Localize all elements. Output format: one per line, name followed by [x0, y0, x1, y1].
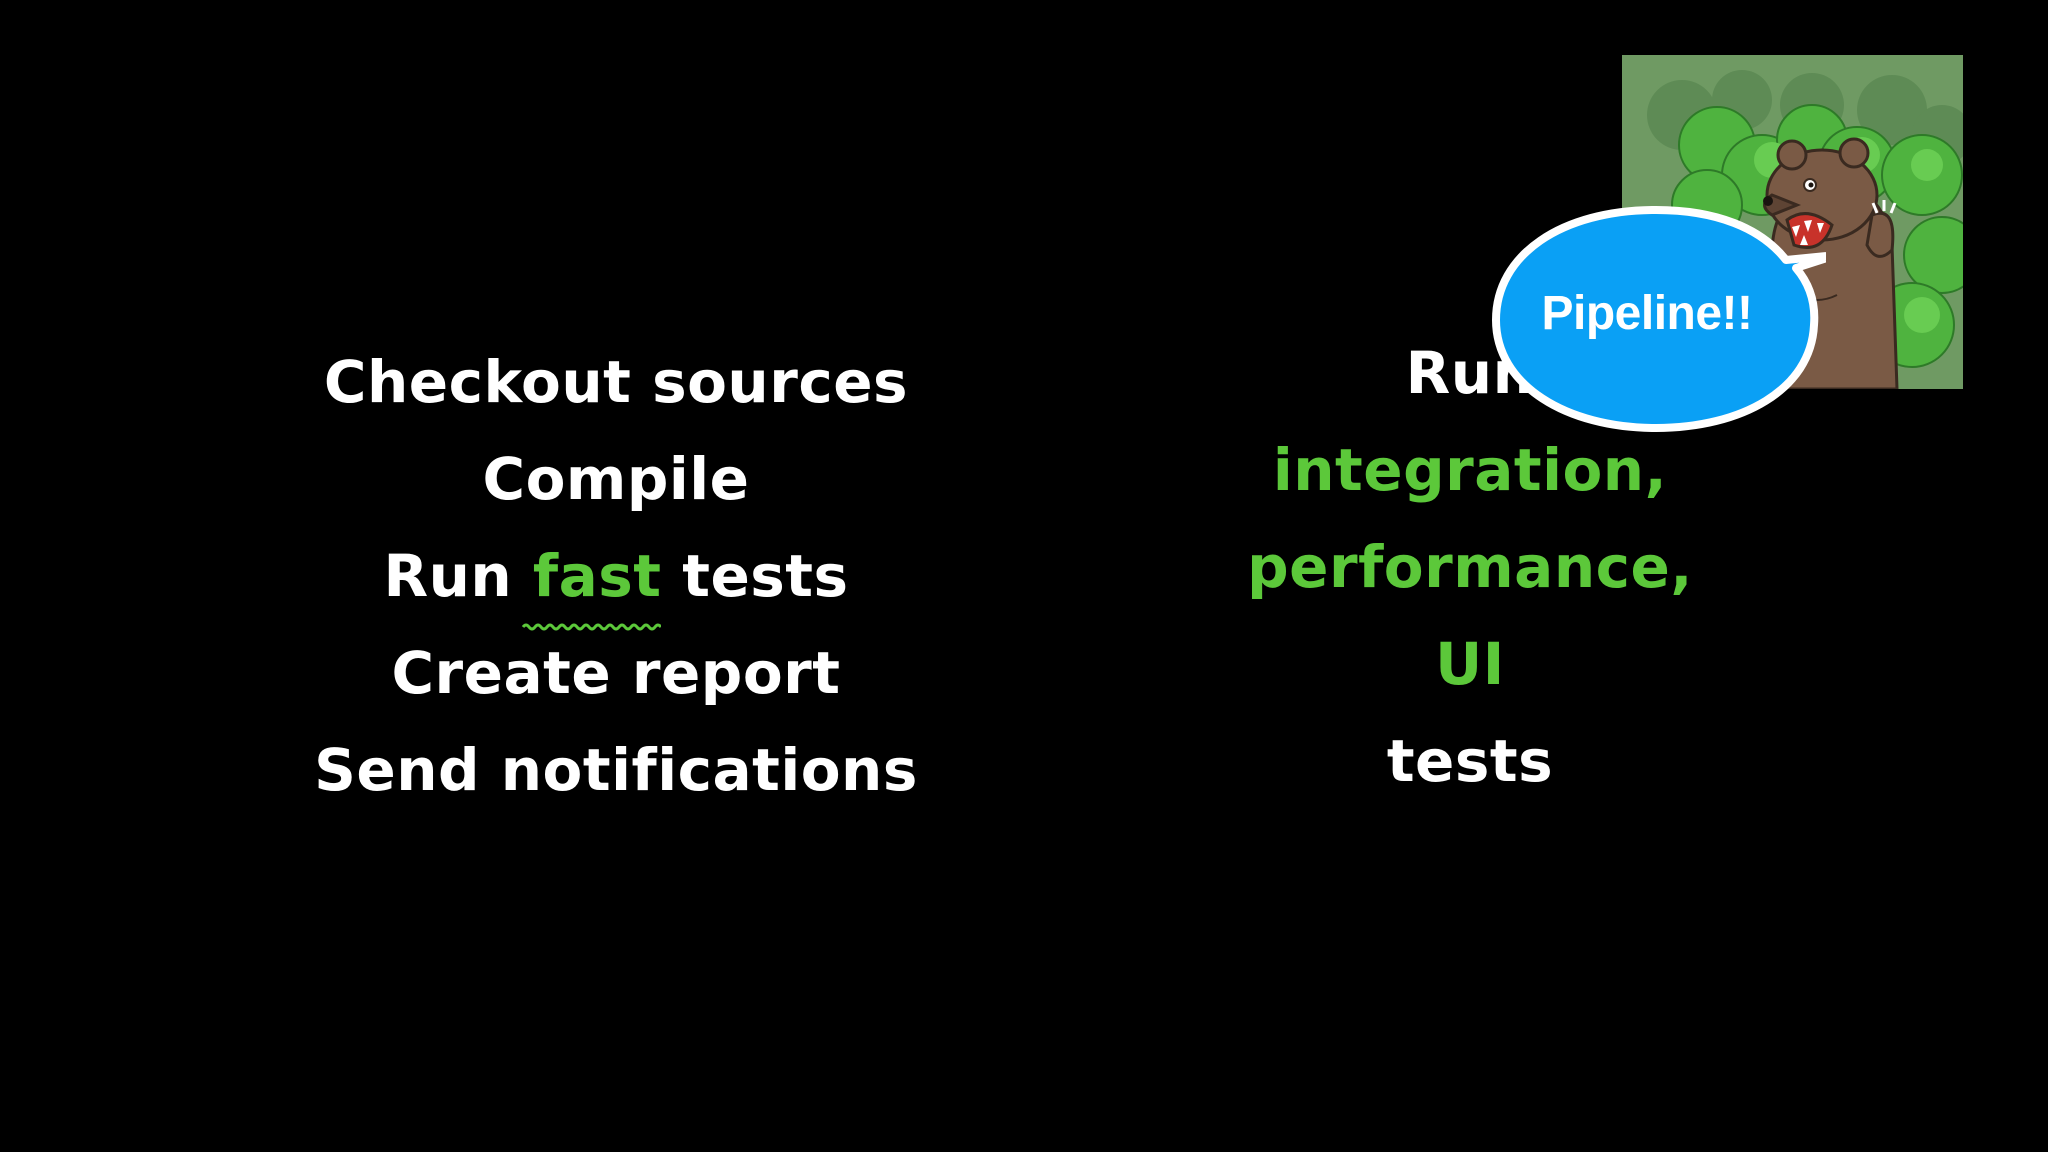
right-integration-label: integration,	[1272, 436, 1668, 504]
right-performance-label: performance,	[1247, 533, 1693, 601]
right-ui-label: UI	[1435, 630, 1505, 698]
speech-bubble-text: Pipeline!!	[1541, 287, 1753, 340]
right-step-list: Run integration, performance, UI tests	[1170, 325, 1770, 810]
highlight-squiggle-underline	[521, 623, 661, 631]
fast-highlight-text: fast	[532, 542, 662, 610]
bear-in-bushes-illustration	[1622, 55, 1963, 389]
left-step-list: Checkout sources Compile Run fast tests …	[216, 334, 1016, 819]
right-tests-label: tests	[1386, 727, 1554, 795]
step-create-report: Create report	[391, 639, 841, 707]
step-compile: Compile	[482, 445, 750, 513]
step-checkout-sources: Checkout sources	[323, 348, 909, 416]
fast-highlight: fast	[521, 528, 662, 631]
speech-bubble	[1492, 206, 1826, 432]
step-run-prefix: Run	[383, 542, 513, 610]
bear-meme-image	[1622, 55, 1963, 389]
step-run-suffix: tests	[682, 542, 849, 610]
step-send-notifications: Send notifications	[314, 736, 918, 804]
step-run-fast-tests: Run fast tests	[216, 528, 1016, 631]
